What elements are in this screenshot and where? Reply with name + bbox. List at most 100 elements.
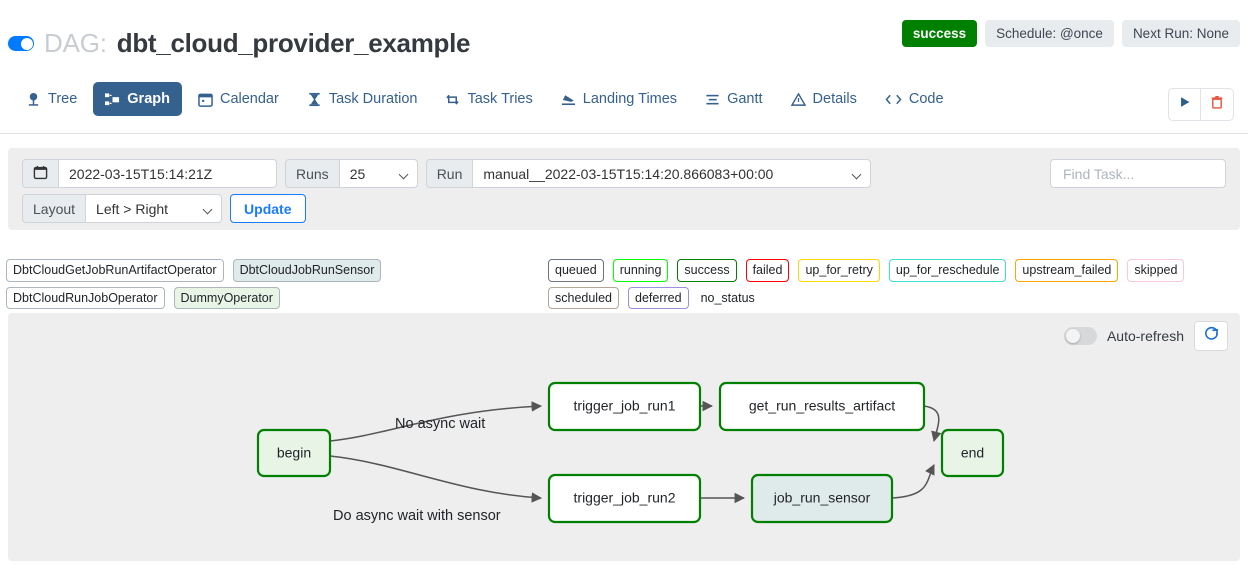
graph-icon <box>105 92 120 107</box>
state-chip-upstream-failed: upstream_failed <box>1015 259 1119 282</box>
tab-code[interactable]: Code <box>873 82 956 116</box>
operator-chip: DbtCloudRunJobOperator <box>6 286 165 309</box>
schedule-badge[interactable]: Schedule: @once <box>985 20 1114 47</box>
header-badges: success Schedule: @once Next Run: None <box>901 20 1240 47</box>
hourglass-icon <box>307 92 322 107</box>
view-tabbar: Tree Graph Calendar Task Duration <box>0 78 1248 134</box>
find-task-input[interactable]: Find Task... <box>1050 159 1226 188</box>
dag-pause-toggle[interactable] <box>8 36 34 51</box>
auto-refresh-label: Auto-refresh <box>1106 328 1184 344</box>
page-title: dbt_cloud_provider_example <box>116 28 471 58</box>
graph-toolbar: Auto-refresh <box>1063 321 1228 351</box>
tab-gantt[interactable]: Gantt <box>693 82 774 116</box>
state-chip-scheduled: scheduled <box>548 286 619 309</box>
node-label: trigger_job_run2 <box>574 490 676 506</box>
delete-dag-button[interactable] <box>1201 88 1234 121</box>
tab-label: Tree <box>48 91 78 107</box>
retry-icon <box>445 92 460 107</box>
operator-chip: DbtCloudJobRunSensor <box>232 259 382 282</box>
tab-label: Graph <box>127 91 170 107</box>
run-label: Run <box>425 159 474 188</box>
tab-label: Details <box>812 91 857 107</box>
legend: DbtCloudGetJobRunArtifactOperator DbtClo… <box>0 256 1248 309</box>
node-label: job_run_sensor <box>773 490 871 506</box>
edge-get-run-results-artifact-to-end <box>923 405 942 443</box>
tab-label: Calendar <box>219 91 279 107</box>
dag-graph-canvas[interactable]: No async wait Do async wait with sensor … <box>8 313 1240 561</box>
operator-chip: DummyOperator <box>173 286 280 309</box>
landing-icon <box>561 92 576 107</box>
tab-label: Code <box>908 91 944 107</box>
dag-run-select[interactable]: manual__2022-03-15T15:14:20.866083+00:00 <box>473 159 872 188</box>
calendar-icon <box>198 92 213 107</box>
trigger-dag-button[interactable] <box>1168 88 1201 121</box>
state-chip-up-for-reschedule: up_for_reschedule <box>888 259 1007 282</box>
state-chip-up-for-retry: up_for_retry <box>798 259 880 282</box>
page-header: DAG: dbt_cloud_provider_example success … <box>0 0 1248 72</box>
tab-label: Gantt <box>727 91 763 107</box>
state-chip-skipped: skipped <box>1127 259 1185 282</box>
graph-edges <box>329 400 942 504</box>
warning-triangle-icon <box>790 91 806 107</box>
tab-calendar[interactable]: Calendar <box>186 82 291 116</box>
graph-edge-labels: No async wait Do async wait with sensor <box>333 416 501 524</box>
tab-label: Task Duration <box>328 91 418 107</box>
calendar-picker-button[interactable] <box>22 159 59 188</box>
layout-select[interactable]: Left > Right <box>86 194 223 223</box>
runs-label: Runs <box>285 159 340 188</box>
tab-list: Tree Graph Calendar Task Duration <box>14 82 956 116</box>
tab-tree[interactable]: Tree <box>14 82 89 116</box>
refresh-button[interactable] <box>1194 321 1228 351</box>
filter-row-primary: 2022-03-15T15:14:21Z Runs 25 Run manual_… <box>22 159 872 188</box>
graph-node-trigger-job-run2[interactable]: trigger_job_run2 <box>547 473 702 524</box>
tab-label: Task Tries <box>467 91 533 107</box>
dag-action-buttons <box>1168 88 1234 121</box>
next-run-badge: Next Run: None <box>1121 20 1240 47</box>
edge-label-no-async-wait: No async wait <box>395 416 485 432</box>
layout-label: Layout <box>22 194 87 223</box>
dag-prefix-label: DAG: <box>44 28 107 58</box>
graph-node-trigger-job-run1[interactable]: trigger_job_run1 <box>547 381 702 432</box>
state-legend: queued running success failed up_for_ret… <box>548 259 1242 309</box>
operator-legend: DbtCloudGetJobRunArtifactOperator DbtClo… <box>6 259 536 309</box>
node-label: begin <box>277 445 311 461</box>
node-label: trigger_job_run1 <box>574 398 676 414</box>
auto-refresh-toggle[interactable] <box>1063 327 1097 345</box>
graph-node-get-run-results-artifact[interactable]: get_run_results_artifact <box>718 381 926 432</box>
tab-details[interactable]: Details <box>779 82 869 116</box>
edge-label-do-async-wait-with-sensor: Do async wait with sensor <box>333 508 501 524</box>
tab-graph[interactable]: Graph <box>93 82 182 116</box>
operator-chip: DbtCloudGetJobRunArtifactOperator <box>6 259 224 282</box>
tab-landing-times[interactable]: Landing Times <box>549 82 689 116</box>
graph-node-job-run-sensor[interactable]: job_run_sensor <box>750 473 894 524</box>
calendar-icon <box>33 165 48 183</box>
node-label: end <box>961 445 984 461</box>
refresh-icon <box>1203 325 1220 347</box>
tab-task-duration[interactable]: Task Duration <box>295 82 430 116</box>
gantt-icon <box>705 92 720 107</box>
edge-begin-to-trigger-job-run1 <box>329 401 543 442</box>
filter-panel: 2022-03-15T15:14:21Z Runs 25 Run manual_… <box>8 148 1240 230</box>
base-date-input[interactable]: 2022-03-15T15:14:21Z <box>59 159 277 188</box>
update-button[interactable]: Update <box>230 194 306 223</box>
filter-row-layout: Layout Left > Right Update <box>22 194 306 223</box>
state-chip-no-status: no_status <box>700 290 755 305</box>
trash-icon <box>1210 95 1224 115</box>
state-chip-queued: queued <box>548 259 604 282</box>
status-badge: success <box>901 20 978 47</box>
graph-node-end[interactable]: end <box>940 428 1005 478</box>
play-icon <box>1178 95 1192 114</box>
state-chip-running: running <box>612 259 669 282</box>
state-chip-deferred: deferred <box>628 286 689 309</box>
dag-title: DAG: dbt_cloud_provider_example <box>8 28 470 59</box>
graph-node-begin[interactable]: begin <box>256 428 332 478</box>
num-runs-select[interactable]: 25 <box>339 159 418 188</box>
edge-job-run-sensor-to-end <box>891 464 935 499</box>
tab-task-tries[interactable]: Task Tries <box>433 82 544 116</box>
state-chip-success: success <box>677 259 737 282</box>
node-label: get_run_results_artifact <box>749 398 895 414</box>
edge-begin-to-trigger-job-run2 <box>329 455 543 503</box>
state-chip-failed: failed <box>745 259 790 282</box>
tree-icon <box>26 92 41 107</box>
